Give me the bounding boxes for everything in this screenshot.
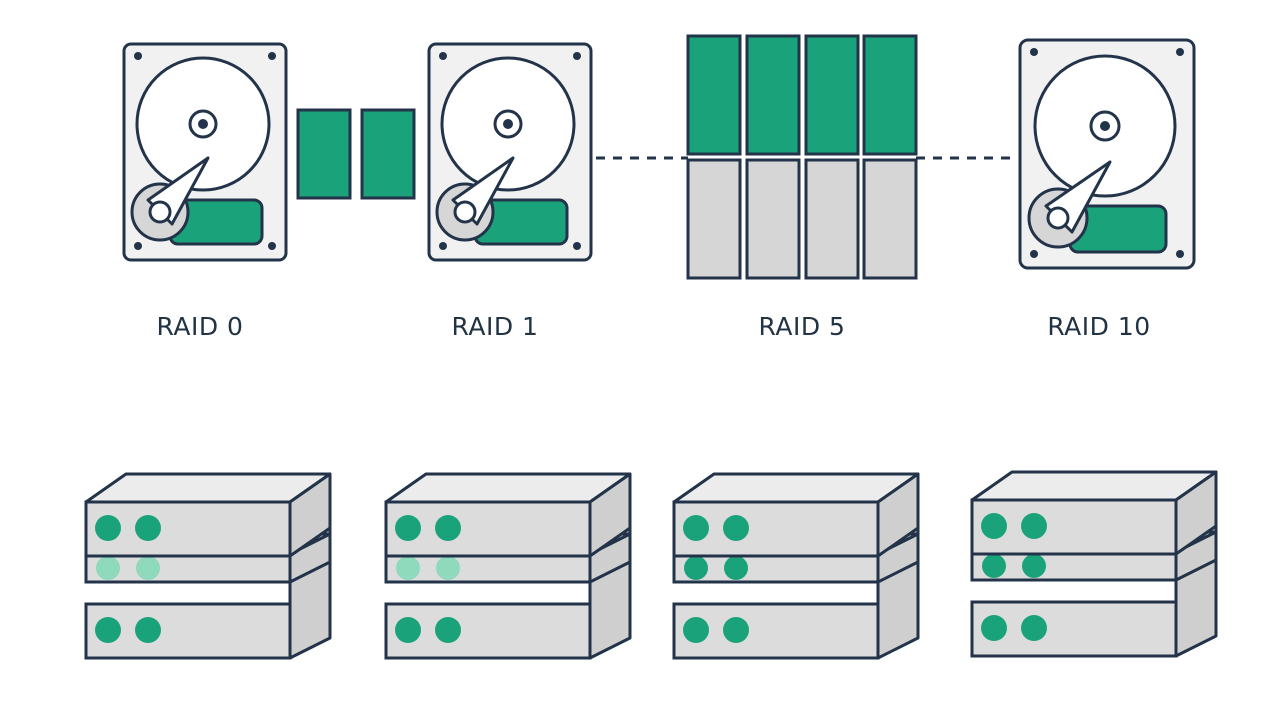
server-stack-icon-4 bbox=[970, 470, 1218, 658]
label-raid-0: RAID 0 bbox=[156, 312, 244, 341]
label-raid-1: RAID 1 bbox=[451, 312, 539, 341]
label-raid-5: RAID 5 bbox=[758, 312, 846, 341]
server-unit-top bbox=[384, 472, 632, 558]
raid0-data-block-2 bbox=[360, 108, 416, 200]
server-unit-top bbox=[970, 470, 1218, 556]
raid5-data-block bbox=[804, 34, 860, 156]
raid5-parity-block bbox=[745, 158, 801, 280]
raid1-hard-drive-icon bbox=[427, 42, 593, 262]
raid5-data-block bbox=[862, 34, 918, 156]
raid5-data-block bbox=[745, 34, 801, 156]
raid0-hard-drive-icon bbox=[122, 42, 288, 262]
server-stack-icon-2 bbox=[384, 472, 632, 660]
server-unit-top bbox=[84, 472, 332, 558]
raid10-hard-drive-icon bbox=[1018, 38, 1196, 270]
label-raid-10: RAID 10 bbox=[1047, 312, 1151, 341]
server-stack-icon-3 bbox=[672, 472, 920, 660]
raid5-data-block bbox=[686, 34, 742, 156]
raid5-parity-block bbox=[804, 158, 860, 280]
raid0-data-block-1 bbox=[296, 108, 352, 200]
raid5-block-grid bbox=[686, 34, 918, 280]
raid5-parity-block bbox=[686, 158, 742, 280]
raid5-parity-block bbox=[862, 158, 918, 280]
server-stack-icon-1 bbox=[84, 472, 332, 660]
server-unit-top bbox=[672, 472, 920, 558]
